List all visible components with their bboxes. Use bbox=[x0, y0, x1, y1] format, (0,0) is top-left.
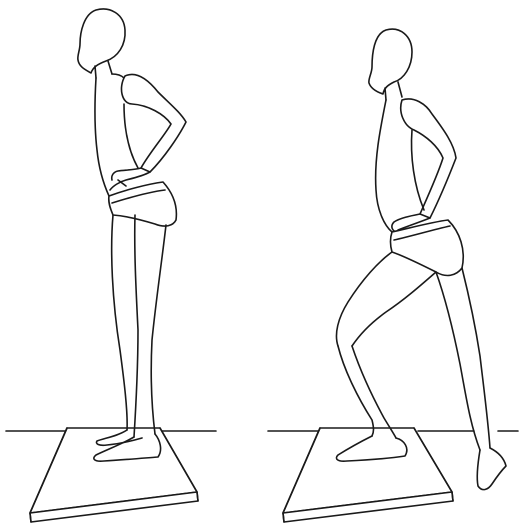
shorts-left bbox=[109, 182, 177, 226]
arm-left bbox=[121, 74, 186, 172]
head-right bbox=[369, 29, 412, 94]
arm-right bbox=[401, 99, 456, 218]
step-box-right bbox=[283, 428, 453, 522]
panel-left-standing bbox=[6, 9, 216, 522]
head-left bbox=[78, 9, 125, 73]
torso-left bbox=[95, 78, 109, 196]
figure-standing bbox=[78, 9, 186, 461]
step-box-left bbox=[30, 428, 198, 522]
figure-stepping bbox=[336, 29, 506, 490]
torso-right bbox=[376, 100, 392, 232]
panel-right-stepping bbox=[268, 29, 518, 522]
